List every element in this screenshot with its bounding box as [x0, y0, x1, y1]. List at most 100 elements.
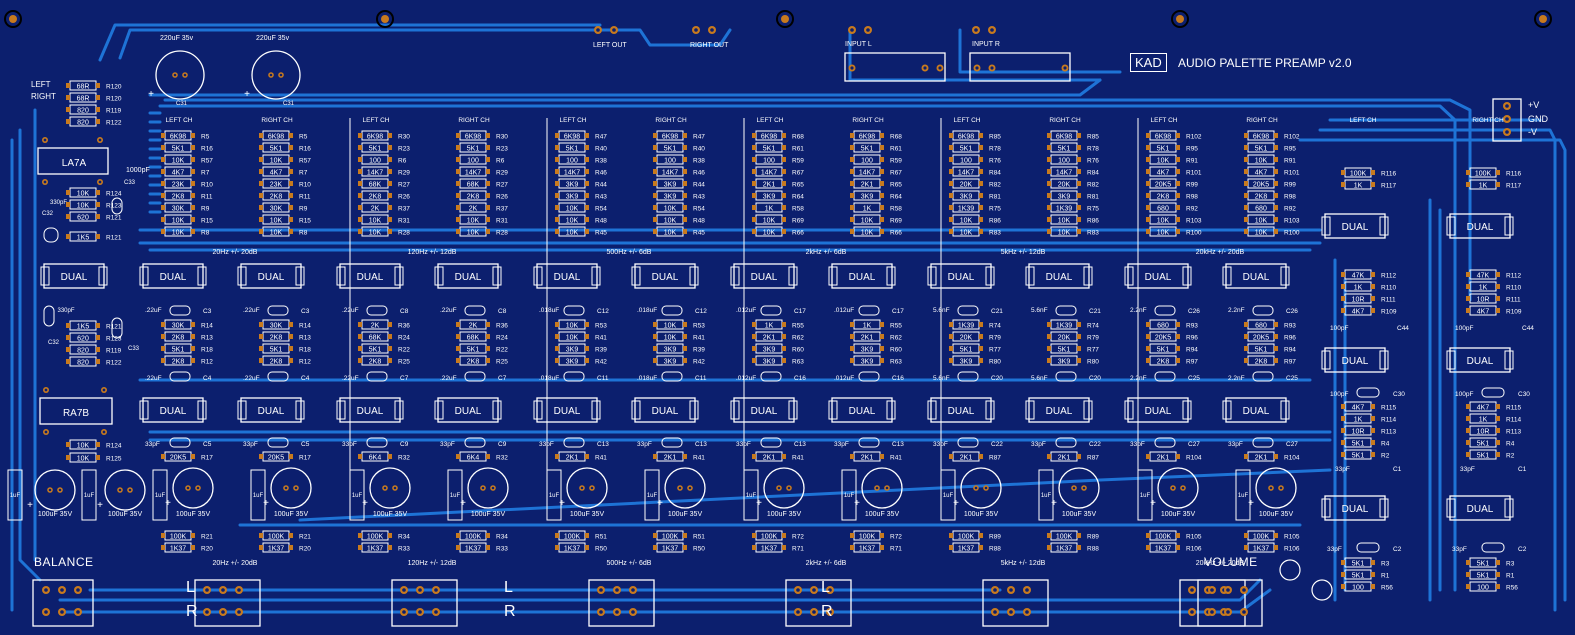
ccap-label: 33pF	[440, 441, 455, 448]
pad-hole	[990, 28, 994, 32]
trace	[958, 28, 1122, 74]
resistor-value: 3K9	[763, 347, 776, 354]
resistor-ref: R31	[496, 218, 508, 225]
resistor-ref: R51	[693, 534, 705, 541]
ceramic-cap	[1055, 437, 1077, 448]
resistor-value: 820	[77, 120, 89, 127]
pad-hole	[1279, 486, 1283, 490]
resistor-pad	[1146, 533, 1150, 538]
band-cap-100uf	[566, 467, 608, 509]
resistor-pad	[1146, 145, 1150, 150]
dual-ic	[1324, 495, 1386, 521]
resistor-ref: R104	[1186, 455, 1202, 462]
resistor-pad	[585, 322, 589, 327]
resistor-pad	[880, 322, 884, 327]
cap-1uf	[349, 469, 365, 521]
dual-ic	[733, 397, 795, 423]
resistor-value: 3K9	[566, 182, 579, 189]
resistor-pad	[1077, 229, 1081, 234]
resistor-pad	[683, 334, 687, 339]
cap-1uf	[81, 469, 97, 521]
cap-ref: C3	[301, 308, 310, 315]
resistor-pad	[653, 193, 657, 198]
resistor-pad	[752, 358, 756, 363]
resistor-value: 10K	[77, 203, 90, 210]
ic-notch	[1446, 350, 1456, 370]
ceramic-cap	[563, 437, 585, 448]
cap-ref: C20	[991, 375, 1003, 382]
resistor-pad	[1047, 322, 1051, 327]
cap-100uf-b	[104, 469, 146, 511]
resistor-pad	[1176, 322, 1180, 327]
resistor-ref: R103	[1284, 218, 1300, 225]
resistor-pad	[880, 193, 884, 198]
resistor-ref: R4	[1381, 441, 1390, 448]
resistor-pad	[653, 157, 657, 162]
resistor-pad	[683, 145, 687, 150]
pad-hole	[269, 73, 273, 77]
ic-notch	[1379, 498, 1389, 518]
pad-hole	[993, 588, 997, 592]
band-cap-100uf	[861, 467, 903, 509]
input-r-label: INPUT R	[972, 41, 1000, 48]
resistor-value: 6K98	[958, 134, 974, 141]
channel-label: LEFT CH	[1350, 117, 1377, 124]
resistor-pad	[1146, 133, 1150, 138]
dual-ic-label: DUAL	[455, 272, 482, 283]
resistor-pad	[259, 346, 263, 351]
resistor-ref: R4	[1506, 441, 1515, 448]
cap-ref: C22	[991, 441, 1003, 448]
band-cap-label: .012uF	[736, 307, 756, 314]
ic-notch	[492, 266, 502, 286]
cap-1uf	[250, 469, 266, 521]
cap-ref: C26	[1188, 308, 1200, 315]
resistor-value: 1K	[1479, 183, 1488, 190]
resistor-pad	[191, 346, 195, 351]
power-connector	[1492, 98, 1522, 142]
resistor-value: 2K1	[1255, 455, 1268, 462]
resistor-ref: R115	[1506, 405, 1521, 412]
resistor-ref: R100	[1186, 230, 1202, 237]
resistor-ref: R27	[496, 182, 508, 189]
trace	[298, 468, 1332, 522]
polarity-mark: +	[97, 500, 103, 511]
resistor-pad	[1244, 346, 1248, 351]
film-cap	[858, 371, 880, 382]
cap-ref: C4	[203, 375, 212, 382]
ic-notch	[139, 400, 149, 420]
resistor-pad	[555, 157, 559, 162]
resistor-value: 68R	[77, 96, 90, 103]
resistor-ref: R47	[595, 134, 607, 141]
resistor-pad	[1146, 346, 1150, 351]
dual-ic-label: DUAL	[1342, 504, 1369, 515]
cap-1uf	[7, 469, 23, 521]
lr-label-l-3: L	[821, 579, 830, 596]
resistor-ref: R54	[693, 206, 705, 213]
resistor-ref: R86	[989, 218, 1001, 225]
resistor-ref: R21	[201, 534, 213, 541]
resistor-pad	[880, 145, 884, 150]
resistor-value: 2K1	[763, 455, 776, 462]
film-cap	[661, 371, 683, 382]
resistor-ref: R71	[890, 546, 902, 553]
resistor-value: 1K5	[77, 324, 90, 331]
resistor-pad	[96, 202, 100, 207]
resistor-pad	[1176, 334, 1180, 339]
resistor-ref: R88	[1087, 546, 1099, 553]
pad-hole	[777, 486, 781, 490]
resistor-pad	[358, 545, 362, 550]
resistor-value: 1K	[765, 206, 774, 213]
resistor-pad	[1047, 169, 1051, 174]
cap-100pf-label: 100pF	[1455, 391, 1473, 398]
resistor-value: 10K	[566, 206, 579, 213]
ic-notch	[237, 400, 247, 420]
resistor-pad	[752, 181, 756, 186]
resistor-pad	[1341, 416, 1345, 421]
resistor-ref: R111	[1381, 297, 1396, 304]
resistor-value: 20K5	[1155, 182, 1171, 189]
resistor-pad	[979, 533, 983, 538]
resistor-pad	[683, 229, 687, 234]
resistor-pad	[782, 181, 786, 186]
band-cap-label: .22uF	[145, 375, 162, 382]
resistor-pad	[289, 181, 293, 186]
